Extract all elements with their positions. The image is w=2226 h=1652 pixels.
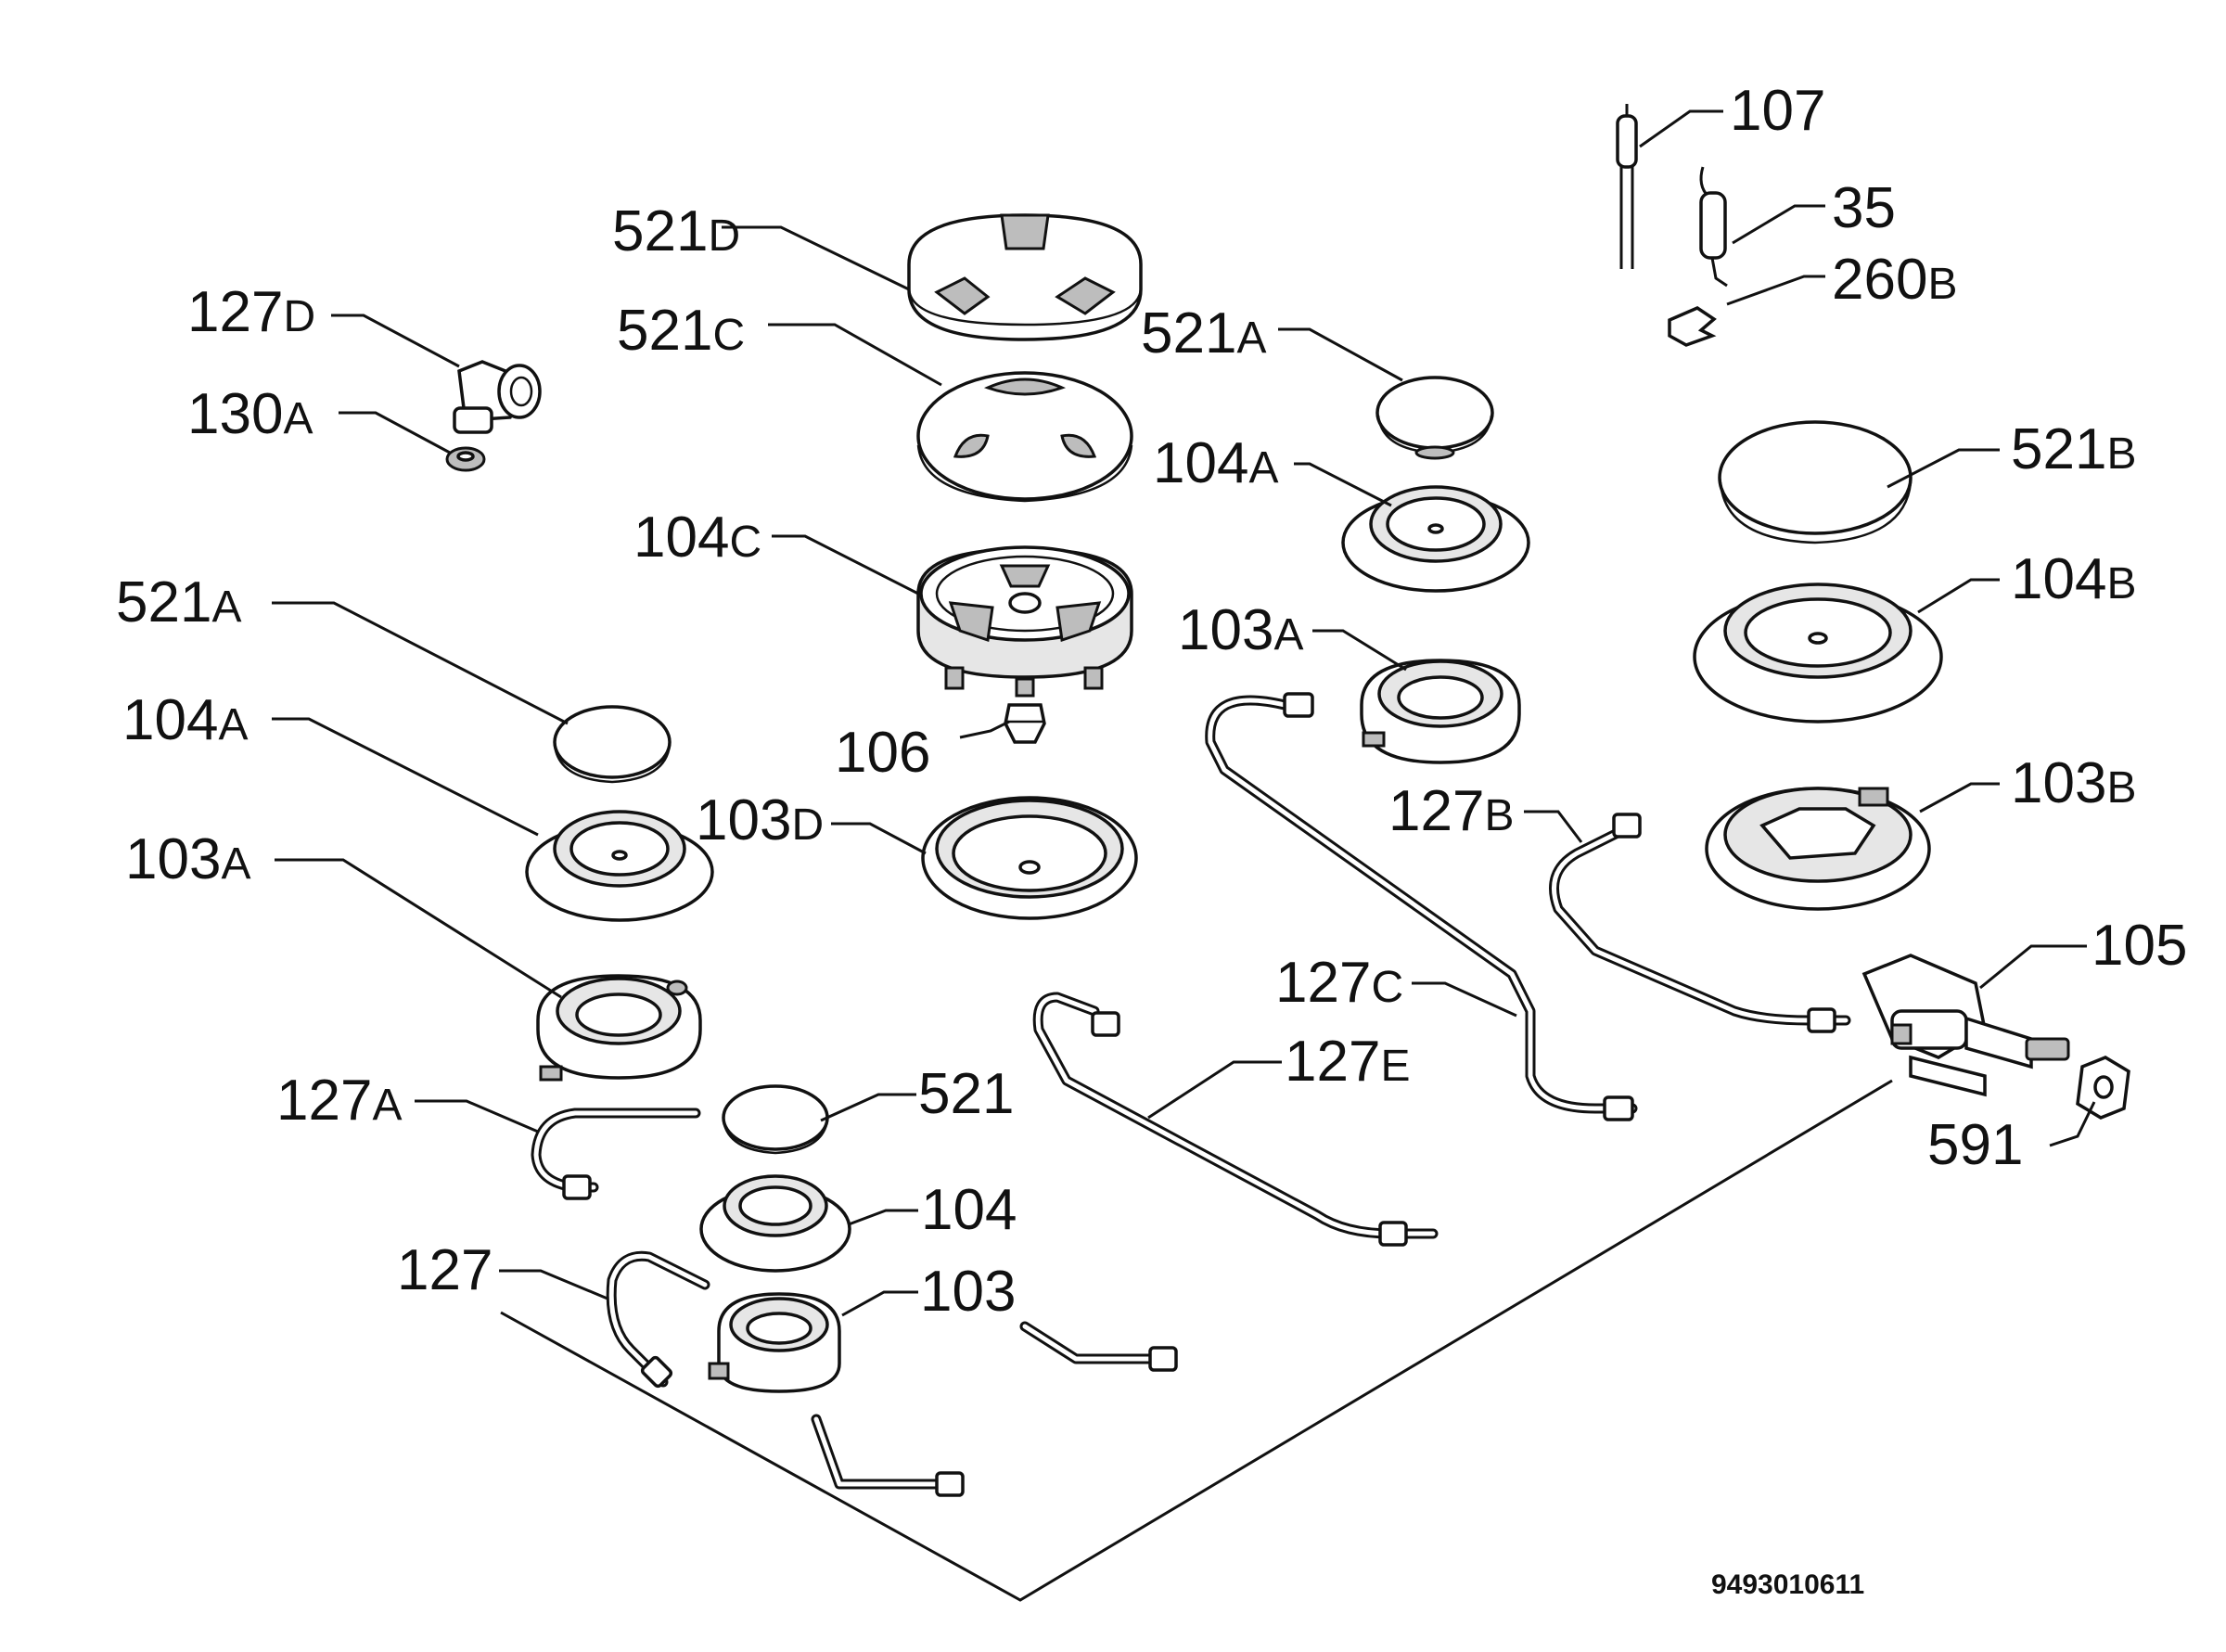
- label-127c: 127C: [1275, 951, 1403, 1015]
- label-103a-right: 103A: [1178, 598, 1303, 662]
- label-103: 103: [920, 1260, 1016, 1324]
- part-591-washer: [2076, 1056, 2130, 1120]
- part-104a-left-burner: [525, 810, 714, 922]
- part-521c-cap: [916, 371, 1133, 503]
- part-103-base: [708, 1292, 841, 1393]
- label-521a-left: 521A: [116, 570, 241, 634]
- label-104a-right: 104A: [1153, 431, 1278, 495]
- part-103-outlet-tubes: [811, 1321, 1178, 1497]
- label-103b: 103B: [2011, 751, 2136, 815]
- part-127-tube: [606, 1250, 710, 1389]
- part-127d-elbow: [453, 360, 542, 434]
- label-107: 107: [1730, 79, 1825, 143]
- label-105: 105: [2092, 914, 2187, 978]
- label-521b: 521B: [2011, 417, 2136, 481]
- label-521a-right: 521A: [1141, 301, 1266, 365]
- label-130a: 130A: [187, 382, 313, 446]
- part-107-thermocouple: [1616, 104, 1638, 269]
- part-106-injector: [1004, 703, 1046, 744]
- label-127d: 127D: [187, 280, 315, 344]
- drawing-code: 9493010611: [1711, 1569, 1864, 1600]
- part-104a-right-burner: [1341, 485, 1530, 593]
- part-521a-left-cap: [553, 705, 672, 784]
- label-104a-left: 104A: [122, 688, 248, 752]
- part-521a-right-cap: [1375, 376, 1494, 460]
- part-127a-tube: [531, 1108, 701, 1200]
- part-103a-left-base: [536, 974, 702, 1082]
- part-103b-base: [1705, 787, 1931, 911]
- label-521: 521: [918, 1062, 1014, 1126]
- leader-lines: [272, 109, 2096, 1602]
- part-105-valve: [1861, 954, 2070, 1097]
- label-127e: 127E: [1285, 1030, 1410, 1094]
- label-104: 104: [921, 1178, 1017, 1242]
- label-106: 106: [835, 721, 930, 785]
- label-127a: 127A: [276, 1069, 402, 1133]
- part-104c-burner: [916, 545, 1133, 698]
- label-127b: 127B: [1388, 779, 1514, 843]
- part-260b-clip: [1668, 306, 1717, 347]
- label-260b: 260B: [1832, 248, 1957, 312]
- label-521c: 521C: [617, 299, 745, 363]
- label-104b: 104B: [2011, 547, 2136, 611]
- part-521-cap: [722, 1084, 829, 1155]
- part-35-electrode: [1699, 166, 1728, 288]
- label-103a-left: 103A: [125, 827, 250, 891]
- part-103d-base: [921, 796, 1138, 920]
- part-104b-burner: [1693, 583, 1943, 724]
- part-104-burner: [699, 1174, 851, 1273]
- part-521d-cap: [907, 213, 1143, 341]
- part-127e-tube: [1032, 992, 1439, 1247]
- part-103a-right-base: [1360, 659, 1521, 764]
- label-591: 591: [1927, 1113, 2023, 1177]
- label-521d: 521D: [612, 199, 740, 263]
- part-127c-tube: [1205, 692, 1638, 1121]
- part-130a-seal: [445, 446, 486, 472]
- part-521b-cap: [1718, 420, 1913, 544]
- part-127b-tube: [1549, 813, 1851, 1033]
- label-35: 35: [1832, 176, 1896, 240]
- label-104c: 104C: [633, 506, 761, 570]
- label-103d: 103D: [696, 788, 824, 852]
- label-127: 127: [397, 1238, 493, 1302]
